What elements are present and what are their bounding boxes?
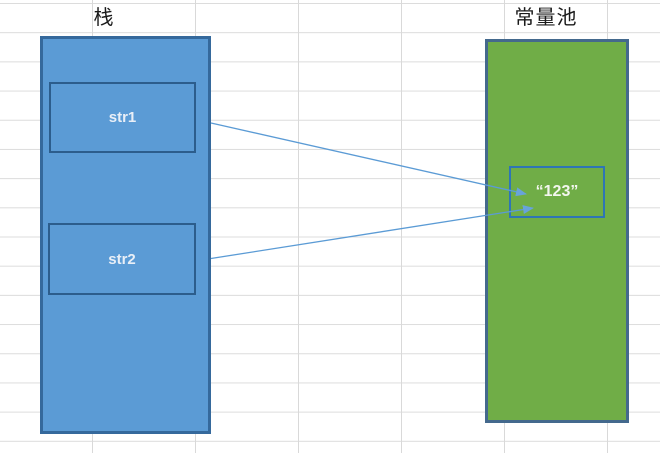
var-box-str2[interactable]: str2 [48,223,196,295]
var-box-str2-label: str2 [108,250,136,268]
constant-pool-rectangle[interactable]: “123” [485,39,629,423]
stack-title: 栈 [93,7,115,29]
stack-rectangle[interactable]: str1 str2 [40,36,211,434]
const-box-123[interactable]: “123” [509,166,605,218]
const-box-123-label: “123” [535,183,579,200]
arrow-str2-to-123[interactable] [210,205,534,260]
constant-pool-title: 常量池 [514,7,578,29]
var-box-str1-label: str1 [108,109,137,126]
arrow-str1-to-123[interactable] [210,122,527,197]
var-box-str1[interactable]: str1 [49,82,196,153]
